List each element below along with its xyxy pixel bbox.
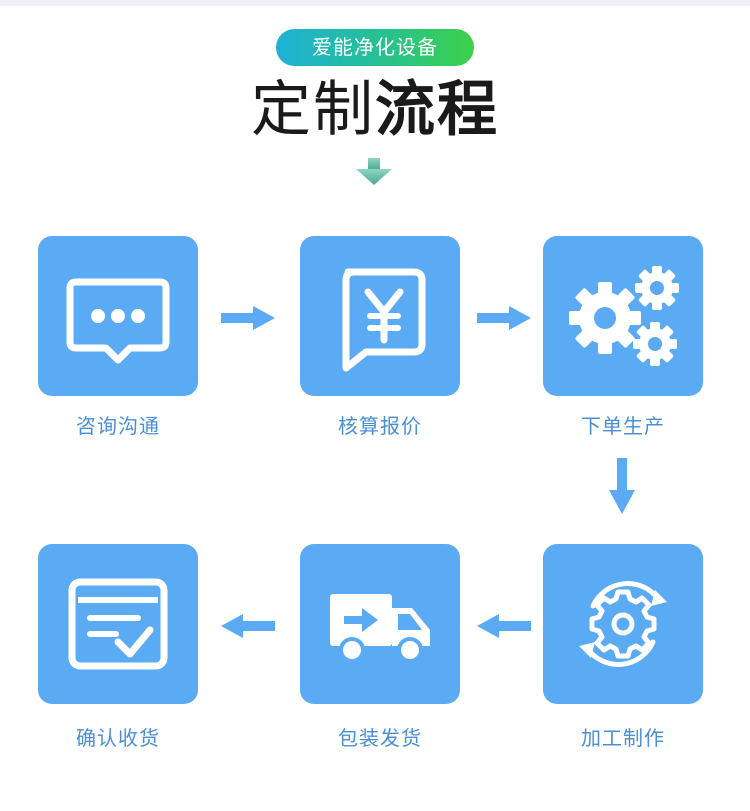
page-title: 定制流程 [0, 72, 750, 148]
arrow-left-icon [221, 614, 275, 638]
step-ship-label: 包装发货 [338, 726, 422, 750]
step-quote-label: 核算报价 [338, 414, 422, 438]
arrow-down-icon [609, 458, 635, 514]
step-order-label: 下单生产 [581, 414, 665, 438]
yen-quote-icon [342, 268, 426, 372]
gears-icon [569, 266, 679, 366]
chevron-down-icon [356, 158, 392, 185]
step-manufacture-label: 加工制作 [581, 726, 665, 750]
title-bold: 流程 [375, 75, 499, 145]
step-manufacture [543, 544, 703, 704]
arrow-left-icon [477, 614, 531, 638]
delivery-truck-icon [330, 594, 430, 663]
top-divider-strip [0, 0, 750, 6]
receipt-check-icon [68, 578, 168, 670]
arrow-right-icon [221, 306, 275, 330]
step-quote [300, 236, 460, 396]
step-receive-label: 确认收货 [76, 726, 160, 750]
step-consult-label: 咨询沟通 [76, 414, 160, 438]
brand-badge: 爱能净化设备 [276, 29, 474, 66]
step-receive [38, 544, 198, 704]
arrow-right-icon [477, 306, 531, 330]
chat-bubble-icon [66, 278, 170, 364]
title-light: 定制 [251, 75, 375, 145]
step-consult [38, 236, 198, 396]
step-ship [300, 544, 460, 704]
gear-cycle-icon [579, 581, 667, 667]
step-order [543, 236, 703, 396]
